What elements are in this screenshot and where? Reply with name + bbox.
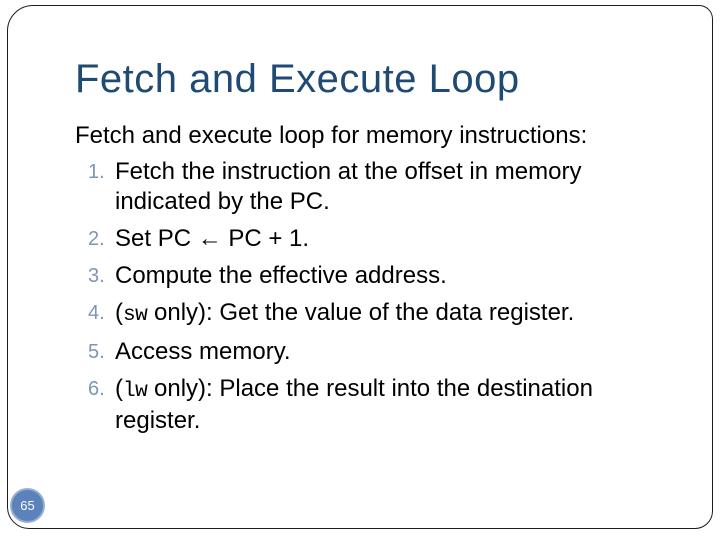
list-item: 2. Set PC ← PC + 1. bbox=[88, 224, 667, 254]
instruction-mnemonic: sw bbox=[123, 303, 148, 327]
list-item: 6. (lw only): Place the result into the d… bbox=[88, 374, 667, 436]
list-item-text-segment: Set PC ← PC + 1. bbox=[115, 225, 310, 252]
list-item-text-segment: only): Get the value of the data registe… bbox=[147, 299, 575, 326]
list-item-text: (sw only): Get the value of the data reg… bbox=[115, 298, 667, 330]
list-item-text: Fetch the instruction at the offset in m… bbox=[115, 157, 667, 217]
instruction-mnemonic: lw bbox=[123, 379, 148, 403]
list-item-number: 4. bbox=[88, 302, 105, 324]
list-item-number: 6. bbox=[88, 378, 105, 400]
list-item: 1. Fetch the instruction at the offset in… bbox=[88, 157, 667, 217]
slide-title: Fetch and Execute Loop bbox=[75, 57, 520, 101]
list-item-number: 5. bbox=[88, 341, 105, 363]
intro-text: Fetch and execute loop for memory instru… bbox=[75, 122, 588, 149]
list-item-number: 3. bbox=[88, 265, 105, 287]
list-item-text: (lw only): Place the result into the des… bbox=[115, 374, 667, 436]
list-item: 4. (sw only): Get the value of the data r… bbox=[88, 298, 667, 330]
list-item-text-segment: Fetch the instruction at the offset in m… bbox=[115, 158, 582, 185]
slide-content: Fetch and Execute Loop Fetch and execute… bbox=[75, 57, 667, 443]
list-item-text: Set PC ← PC + 1. bbox=[115, 224, 667, 254]
list-item-text: Compute the effective address. bbox=[115, 261, 667, 291]
list-item: 5. Access memory. bbox=[88, 337, 667, 367]
list-item-text-segment: Compute the effective address. bbox=[115, 262, 447, 289]
list-item-text-segment: ( bbox=[115, 375, 123, 402]
page-number-badge: 65 bbox=[10, 488, 45, 523]
list-item-number: 1. bbox=[88, 161, 105, 183]
list-item-number: 2. bbox=[88, 228, 105, 250]
list-item-text-segment: Access memory. bbox=[115, 338, 291, 365]
list-item-text: Access memory. bbox=[115, 337, 667, 367]
list-item-text-segment: indicated by the PC. bbox=[115, 188, 330, 215]
instruction-list: 1. Fetch the instruction at the offset in… bbox=[75, 157, 667, 436]
slide-border-frame bbox=[7, 5, 713, 529]
list-item-text-segment: ( bbox=[115, 299, 123, 326]
list-item: 3. Compute the effective address. bbox=[88, 261, 667, 291]
list-item-text-segment: only): Place the result into the destina… bbox=[147, 375, 593, 402]
page-number: 65 bbox=[20, 498, 35, 513]
list-item-text-segment: register. bbox=[115, 407, 201, 434]
